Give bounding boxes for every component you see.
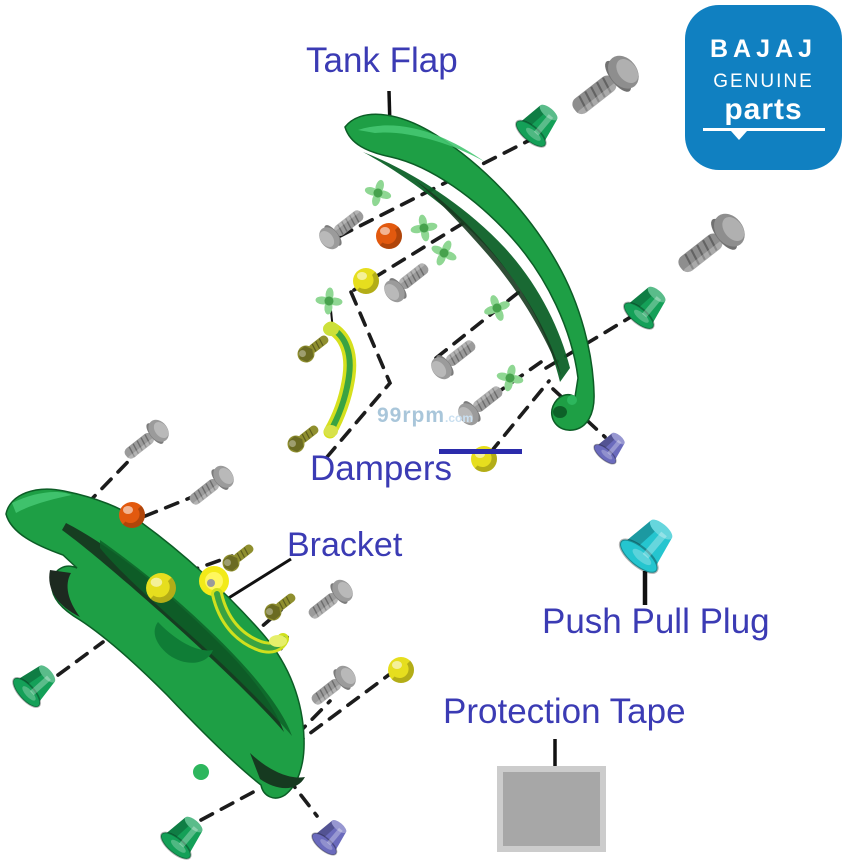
protection-tape-swatch-inner (503, 772, 600, 846)
label-bracket: Bracket (287, 526, 403, 564)
bracket-pointer-line (226, 557, 292, 601)
label-push-pull-plug: Push Pull Plug (542, 602, 770, 641)
small-screw-5 (117, 414, 175, 467)
logo-underline (702, 128, 825, 140)
small-screw-3 (425, 332, 483, 385)
logo-genuine-text: GENUINE (713, 71, 814, 92)
yellow-damper-3 (146, 573, 176, 603)
dampers-pointer-bar (439, 449, 522, 454)
orange-damper-1 (376, 223, 403, 250)
push-pull-plug-part (613, 509, 684, 580)
bracket-lower (199, 566, 289, 654)
watermark-suffix: .com (445, 411, 474, 425)
green-clip-1 (361, 176, 395, 210)
label-dampers: Dampers (310, 449, 452, 488)
yellow-damper-1 (353, 268, 380, 295)
logo-arrow-icon (730, 131, 747, 140)
green-clip-5 (479, 290, 515, 326)
green-clip-3 (426, 235, 462, 271)
small-screw-6 (182, 460, 240, 513)
yellow-damper-4 (388, 657, 415, 684)
large-screw-1 (562, 48, 647, 126)
small-screw-2 (378, 255, 436, 308)
label-tank-flap: Tank Flap (306, 41, 458, 80)
label-protection-tape: Protection Tape (443, 692, 686, 731)
logo-brand-text: BAJAJ (710, 35, 817, 63)
small-screw-1 (313, 202, 371, 255)
large-screw-2 (668, 206, 753, 284)
bracket-upper (323, 321, 357, 439)
olive-screw-1 (293, 330, 334, 367)
purple-plug-2 (307, 813, 354, 860)
olive-screw-4 (260, 588, 301, 625)
purple-plug-1 (590, 426, 632, 468)
green-grommet-3 (7, 656, 64, 713)
watermark: 99rpm.com (377, 404, 473, 428)
logo-parts-text: parts (724, 93, 803, 126)
olive-screw-3 (218, 539, 259, 576)
watermark-main: 99rpm (377, 404, 446, 427)
callout-pointer-lines (226, 90, 648, 766)
tank-flap-upper (344, 113, 595, 431)
bajaj-logo: BAJAJ GENUINE parts (685, 5, 842, 170)
small-screw-7 (301, 574, 359, 627)
green-grommet-2 (619, 278, 675, 335)
protection-tape-swatch (497, 766, 606, 852)
green-grommet-4 (156, 808, 212, 860)
green-clip-4 (314, 286, 344, 316)
green-grommet-1 (511, 96, 567, 153)
orange-damper-2 (119, 502, 146, 529)
